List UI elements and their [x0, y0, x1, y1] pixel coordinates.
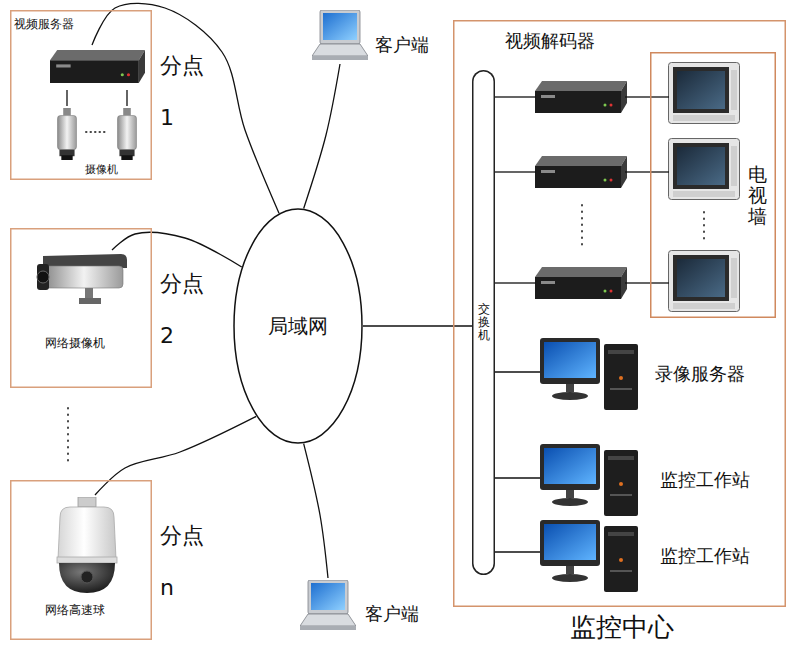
node-label: 监控工作站: [660, 469, 750, 491]
node-label: 监控工作站: [660, 545, 750, 567]
client: 客户端: [298, 578, 423, 636]
tv-icon: [669, 63, 740, 124]
camera-group: 摄像机: [50, 106, 145, 178]
connector: [126, 90, 127, 106]
connector: [495, 171, 505, 172]
decoder-group: 视频解码器: [505, 28, 625, 308]
wire: [505, 96, 536, 97]
camera-icon: [118, 108, 137, 160]
network-camera: 网络摄像机: [30, 250, 135, 355]
branch-box: 分点 2网络摄像机: [10, 228, 152, 388]
wire: [505, 282, 536, 283]
connector: [625, 171, 650, 172]
speed-dome-icon: [57, 497, 117, 593]
connector: [495, 282, 505, 283]
ellipsis-dots: [86, 131, 108, 133]
ellipsis-dots: [703, 212, 705, 241]
video-server-icon: [50, 50, 145, 83]
network-camera-icon: [37, 254, 127, 304]
lan-ellipse: 局域网: [233, 208, 363, 444]
workstation: 监控工作站: [540, 444, 754, 518]
connector: [495, 477, 540, 478]
connector: [304, 444, 328, 578]
branch-box: 分点 1视频服务器摄像机: [10, 10, 152, 180]
branch-box: 分点 n网络高速球: [10, 480, 152, 640]
camera-icon: [58, 108, 77, 160]
node-label: 交换机: [478, 303, 490, 343]
wire: [650, 171, 669, 172]
connector: [304, 64, 340, 208]
connector: [495, 551, 540, 552]
node-label: 客户端: [365, 603, 419, 625]
connector: [495, 371, 540, 372]
laptop-icon: [300, 580, 356, 630]
pc-icon: [540, 520, 638, 592]
pc-icon: [540, 444, 638, 516]
laptop-icon: [312, 10, 368, 60]
recording-server: 录像服务器: [540, 338, 749, 412]
monitor-center: 监控中心视频解码器交换机电视墙录像服务器监控工作站监控工作站: [453, 20, 786, 607]
node-label: 电视墙: [748, 164, 767, 227]
tv-icon: [669, 251, 740, 312]
tv-wall: 电视墙: [650, 52, 776, 318]
connector: [66, 90, 67, 106]
decoder-icon: [535, 156, 627, 188]
node-label: 网络摄像机: [45, 336, 105, 350]
connector: [625, 96, 650, 97]
lan-ellipse-shape: [234, 209, 362, 443]
node-label: 监控中心: [570, 612, 674, 643]
video-server: 视频服务器: [50, 45, 145, 90]
decoder-icon: [535, 267, 627, 299]
workstation: 监控工作站: [540, 520, 754, 594]
client: 客户端: [310, 8, 433, 64]
pc-icon: [540, 338, 638, 410]
connector: [363, 325, 472, 326]
connector: [495, 96, 505, 97]
wire: [650, 282, 669, 283]
speed-dome: 网络高速球: [40, 495, 140, 623]
connector: [92, 3, 279, 213]
ellipsis-dots: [67, 408, 69, 462]
ellipsis-dots: [581, 205, 583, 248]
node-label: 录像服务器: [655, 363, 745, 385]
node-label: 客户端: [375, 34, 429, 56]
connector: [95, 416, 256, 495]
connector: [625, 282, 650, 283]
node-label: 网络高速球: [45, 603, 105, 617]
wire: [650, 96, 669, 97]
tv-icon: [669, 139, 740, 200]
node-label: 分点 1: [160, 40, 210, 144]
node-label: 视频解码器: [505, 30, 595, 52]
node-label: 摄像机: [85, 163, 118, 176]
node-label: 分点 2: [160, 258, 210, 362]
connector: [112, 232, 242, 267]
node-label: 局域网: [268, 314, 328, 338]
switch: 交换机: [472, 70, 495, 575]
wire: [505, 171, 536, 172]
node-label: 分点 n: [160, 510, 210, 614]
decoder-icon: [535, 81, 627, 113]
node-label: 视频服务器: [14, 17, 74, 31]
